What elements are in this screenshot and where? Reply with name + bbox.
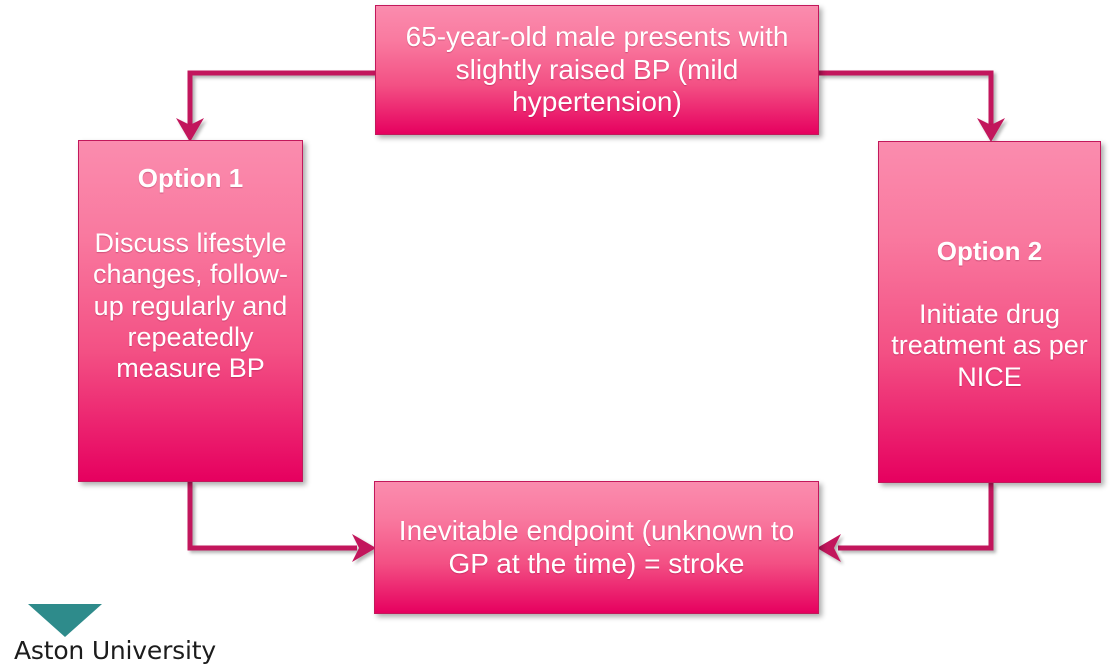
aston-wordmark: Aston University bbox=[14, 636, 216, 664]
option-1-text: Discuss lifestyle changes, follow-up reg… bbox=[92, 228, 289, 384]
endpoint-node[interactable]: Inevitable endpoint (unknown to GP at th… bbox=[374, 481, 819, 614]
arrowhead-right-endpoint bbox=[352, 534, 376, 562]
option-2-text: Initiate drug treatment as per NICE bbox=[891, 299, 1088, 392]
connector-option2-to-endpoint-path bbox=[838, 483, 994, 551]
connector-option1-to-endpoint-path bbox=[187, 482, 357, 551]
option-2-heading: Option 2 bbox=[936, 236, 1043, 266]
connector-presentation-to-option1-path bbox=[187, 70, 375, 125]
connector-presentation-to-option2-path bbox=[819, 70, 994, 125]
arrowhead-down-option1 bbox=[176, 118, 204, 142]
arrowhead-down-option2 bbox=[977, 118, 1005, 142]
option-2-node[interactable]: Option 2 Initiate drug treatment as per … bbox=[878, 141, 1101, 483]
option-1-heading: Option 1 bbox=[137, 163, 244, 193]
aston-triangle-icon bbox=[28, 604, 102, 637]
arrowhead-left-endpoint bbox=[817, 534, 841, 562]
option-1-node[interactable]: Option 1 Discuss lifestyle changes, foll… bbox=[78, 140, 303, 482]
presentation-node-text: 65-year-old male presents with slightly … bbox=[405, 21, 789, 118]
aston-university-logo: Aston University Life & Health Sciences bbox=[14, 604, 216, 664]
aston-tagline: Life & Health Sciences bbox=[15, 662, 142, 664]
endpoint-node-text: Inevitable endpoint (unknown to GP at th… bbox=[398, 515, 795, 579]
presentation-node[interactable]: 65-year-old male presents with slightly … bbox=[375, 5, 819, 135]
